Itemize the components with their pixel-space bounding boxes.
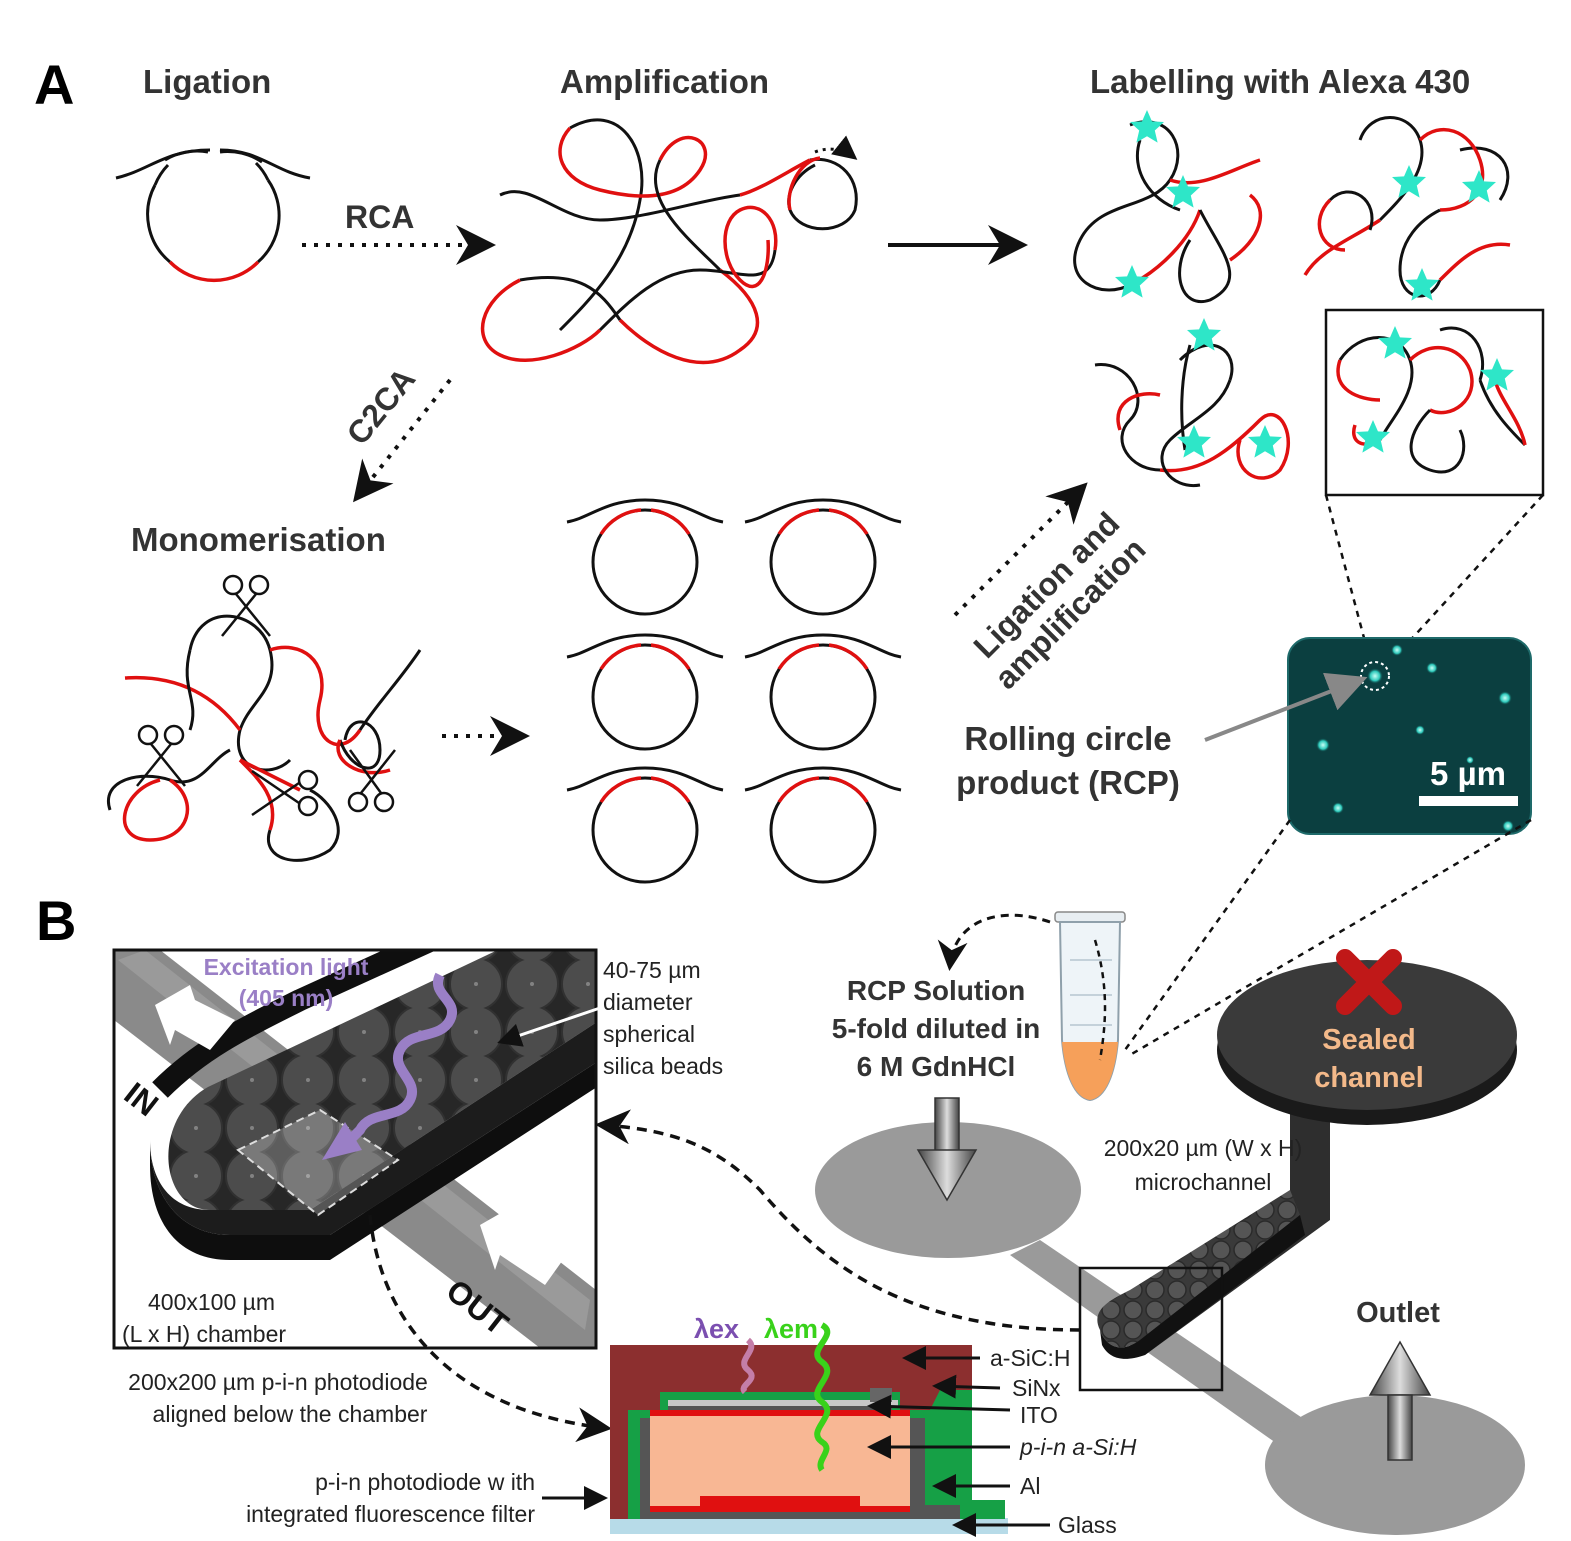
chamber-to-photodiode-arrow <box>368 1214 612 1443</box>
c2ca-arrow <box>353 378 452 503</box>
scale-bar-label: 5 µm <box>1430 755 1506 792</box>
panel-a-letter: A <box>34 53 74 116</box>
filter-line2: integrated fluorescence filter <box>246 1501 535 1527</box>
monomer-circle <box>744 498 902 616</box>
layer-a-sic: a-SiC:H <box>990 1345 1071 1371</box>
labelled-rcp-3 <box>1094 318 1290 487</box>
sealed-label-line1: Sealed <box>1322 1024 1416 1056</box>
excitation-light-wave <box>341 972 457 1149</box>
monomer-circle <box>744 633 902 751</box>
photodiode-line2: aligned below the chamber <box>153 1401 428 1427</box>
chamber-line2: (L x H) chamber <box>122 1321 286 1347</box>
eppendorf-tube-icon <box>1054 911 1126 1102</box>
panel-b-letter: B <box>36 889 76 952</box>
rcp-label-line2: product (RCP) <box>956 764 1180 801</box>
monomer-circle <box>566 633 724 751</box>
ligation-padlock-probe <box>115 148 311 282</box>
lambda-ex: λex <box>694 1314 739 1344</box>
photodiode-line1: 200x200 µm p-i-n photodiode <box>128 1369 428 1395</box>
layer-label-arrows <box>867 1346 1050 1537</box>
beads-line2: diameter <box>603 989 693 1015</box>
amplification-title: Amplification <box>560 63 769 100</box>
excitation-wave-small <box>740 1337 755 1395</box>
beads-line4: silica beads <box>603 1053 723 1079</box>
c2ca-label: C2CA <box>339 361 422 451</box>
excitation-label-line1: Excitation light <box>204 954 369 980</box>
monomer-circle <box>566 766 724 884</box>
layer-ito: ITO <box>1020 1402 1058 1428</box>
fluorescence-micrograph <box>1287 637 1532 835</box>
rcp-pointer-arrow <box>1204 672 1368 742</box>
microchannel-line2: microchannel <box>1135 1169 1272 1195</box>
rcp-label-line1: Rolling circle <box>964 720 1171 757</box>
monomer-circle <box>744 766 902 884</box>
filter-line1: p-i-n photodiode w ith <box>315 1469 535 1495</box>
layer-al: Al <box>1020 1473 1040 1499</box>
amplification-product <box>480 118 858 365</box>
photodiode-cross-section <box>610 1345 1008 1534</box>
monomerisation-title: Monomerisation <box>131 521 386 558</box>
monomer-circle <box>566 498 724 616</box>
labelling-title: Labelling with Alexa 430 <box>1090 63 1470 100</box>
tube-to-solution-arrow <box>937 913 1051 971</box>
zoom-inset-box <box>1324 308 1545 497</box>
layer-glass: Glass <box>1058 1512 1117 1538</box>
layer-pin: p-i-n a-Si:H <box>1019 1434 1137 1460</box>
excitation-label-line2: (405 nm) <box>239 985 334 1011</box>
beads-line1: 40-75 µm <box>603 957 701 983</box>
rca-label: RCA <box>345 199 414 235</box>
labelled-rcp-1 <box>1073 110 1262 304</box>
ligation-title: Ligation <box>143 63 271 100</box>
labelled-rcp-2 <box>1303 116 1511 301</box>
chip-to-zoom-arrow <box>595 1109 1081 1332</box>
emission-wave <box>814 1322 831 1472</box>
sealed-label-line2: channel <box>1314 1062 1424 1094</box>
rcp-solution-line3: 6 M GdnHCl <box>857 1051 1016 1082</box>
chamber-zoom-frame <box>112 948 598 1350</box>
monomer-circles <box>566 498 902 884</box>
lambda-em: λem <box>764 1314 818 1344</box>
layer-sinx: SiNx <box>1012 1375 1061 1401</box>
labelled-rcp-inset <box>1336 326 1527 474</box>
beads-line3: spherical <box>603 1021 695 1047</box>
outlet-label: Outlet <box>1356 1297 1440 1329</box>
sealed-x-mark <box>1336 949 1402 1015</box>
rcp-solution-line2: 5-fold diluted in <box>832 1013 1040 1044</box>
microchannel-line1: 200x20 µm (W x H) <box>1104 1135 1303 1161</box>
scissors-icon <box>136 574 396 817</box>
outlet-arrow-icon <box>1368 1340 1432 1461</box>
chamber-line1: 400x100 µm <box>148 1289 275 1315</box>
rcp-solution-line1: RCP Solution <box>847 975 1025 1006</box>
inlet-arrow-icon <box>916 1097 978 1202</box>
